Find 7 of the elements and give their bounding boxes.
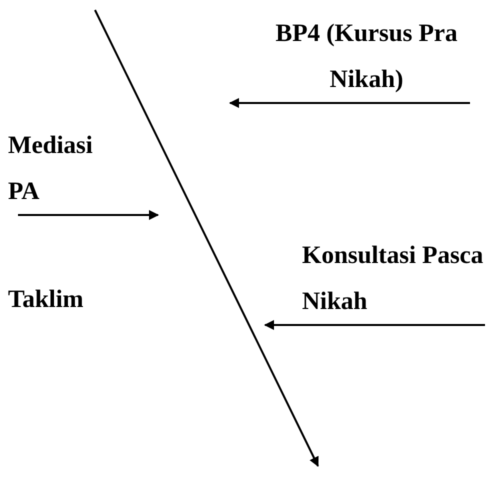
node-label: Taklim	[8, 277, 128, 323]
node-label: BP4 (Kursus Pra Nikah)	[258, 11, 475, 103]
arrow	[229, 98, 470, 108]
node-label: Mediasi PA	[8, 123, 118, 215]
node-label: Konsultasi Pasca Nikah	[302, 233, 491, 325]
arrow	[18, 210, 159, 220]
arrow	[264, 320, 485, 330]
